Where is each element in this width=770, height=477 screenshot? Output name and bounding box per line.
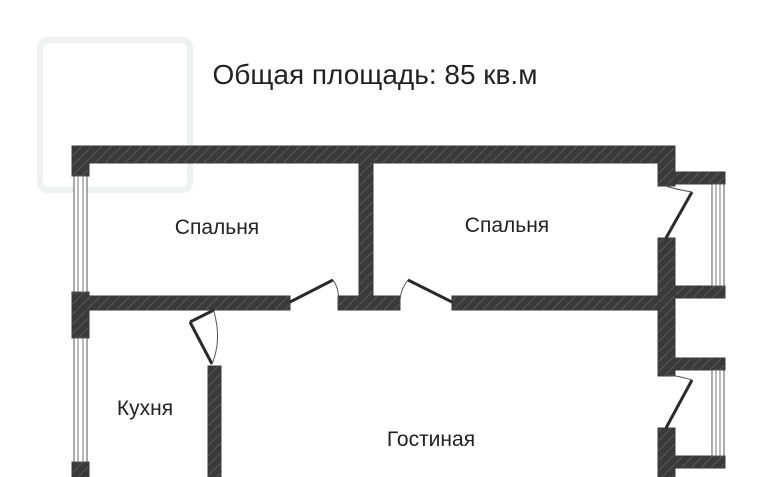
window-left-bedroom bbox=[73, 175, 88, 293]
room-label-living-room: Гостиная bbox=[387, 428, 475, 451]
door-right-bedroom bbox=[399, 278, 453, 304]
balcony-lower-bottom-wall bbox=[674, 455, 726, 469]
door-upper-balcony bbox=[664, 185, 694, 239]
window-kitchen bbox=[73, 337, 88, 463]
wall-right-middle bbox=[657, 237, 676, 377]
wall-between-bedrooms bbox=[358, 145, 374, 311]
plan-title: Общая площадь: 85 кв.м bbox=[213, 59, 538, 90]
room-label-kitchen: Кухня bbox=[117, 397, 173, 420]
balcony-upper-top-wall bbox=[674, 171, 726, 185]
wall-left-bottom bbox=[71, 461, 90, 477]
balcony-lower-top-wall bbox=[674, 357, 726, 371]
wall-right-top bbox=[657, 145, 676, 187]
watermark-logo bbox=[37, 37, 193, 193]
wall-interior-left-segment bbox=[71, 295, 291, 311]
wall-kitchen-partition bbox=[207, 365, 222, 477]
wall-right-bottom bbox=[657, 427, 676, 477]
room-label-bedroom-left: Спальня bbox=[175, 216, 259, 239]
balcony-upper-window bbox=[711, 183, 725, 287]
door-left-bedroom bbox=[289, 278, 339, 304]
door-kitchen bbox=[188, 308, 218, 365]
balcony-lower-window bbox=[711, 369, 725, 457]
room-label-bedroom-right: Спальня bbox=[465, 214, 549, 237]
door-lower-balcony bbox=[664, 375, 694, 429]
wall-left-top-corner bbox=[71, 145, 90, 177]
wall-interior-right-segment bbox=[451, 295, 676, 311]
balcony-upper-bottom-wall bbox=[674, 285, 726, 299]
